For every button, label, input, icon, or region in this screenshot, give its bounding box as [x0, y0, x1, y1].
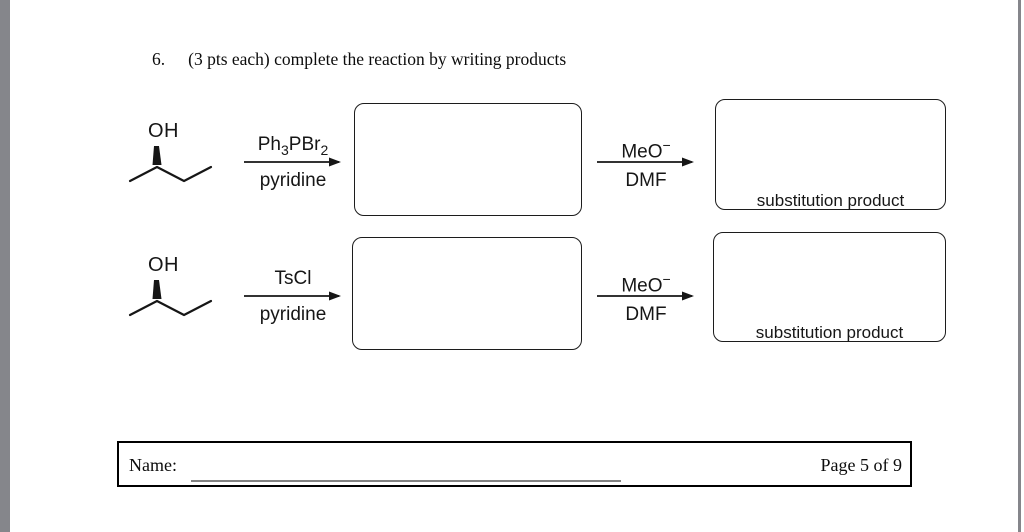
nucleophile-label: MeO−	[621, 271, 671, 297]
question-title: 6. (3 pts each) complete the reaction by …	[152, 49, 566, 70]
skeletal-structure	[128, 280, 213, 317]
name-blank-line	[191, 480, 621, 482]
page-number-label: Page 5 of 9	[820, 455, 902, 475]
reaction2-step2-conditions: MeO− DMF	[596, 268, 696, 326]
carbon-chain-bonds	[128, 165, 213, 183]
product-hint-label: substitution product	[756, 191, 905, 210]
reaction2-step1-conditions: TsCl pyridine	[243, 268, 343, 326]
question-text: (3 pts each) complete the reaction by wr…	[188, 49, 567, 69]
question-number: 6.	[152, 49, 166, 69]
page-edge-left	[0, 0, 10, 532]
name-label: Name:	[129, 455, 177, 475]
answer-box-intermediate-2	[352, 237, 582, 350]
hydroxyl-label: OH	[148, 254, 179, 276]
solvent-label: DMF	[625, 170, 667, 191]
solvent-label: DMF	[625, 304, 667, 325]
solvent-label: pyridine	[259, 170, 327, 191]
footer-bar: Name: Page 5 of 9	[117, 441, 912, 487]
answer-box-product-1: substitution product	[715, 99, 946, 210]
reagent-label: TsCl	[274, 268, 312, 289]
page-edge-right	[1018, 0, 1021, 532]
product-hint-label: substitution product	[755, 323, 904, 342]
skeletal-structure	[128, 146, 213, 183]
answer-box-intermediate-1	[354, 103, 582, 216]
reaction-arrow	[244, 291, 341, 301]
reaction-arrow	[244, 157, 341, 167]
reaction1-step2-conditions: MeO− DMF	[596, 134, 696, 192]
reaction-arrow	[597, 157, 694, 167]
reagent-label: Ph3PBr2	[257, 134, 329, 158]
substrate-structure-2: OH	[125, 254, 220, 326]
reaction1-step1-conditions: Ph3PBr2 pyridine	[243, 134, 343, 192]
wedge-bond	[152, 146, 162, 165]
nucleophile-label: MeO−	[621, 137, 671, 163]
wedge-bond	[152, 280, 162, 299]
hydroxyl-label: OH	[148, 120, 179, 142]
substrate-structure-1: OH	[125, 120, 220, 192]
solvent-label: pyridine	[259, 304, 327, 325]
answer-box-product-2: substitution product	[713, 232, 946, 342]
carbon-chain-bonds	[128, 299, 213, 317]
reaction-arrow	[597, 291, 694, 301]
